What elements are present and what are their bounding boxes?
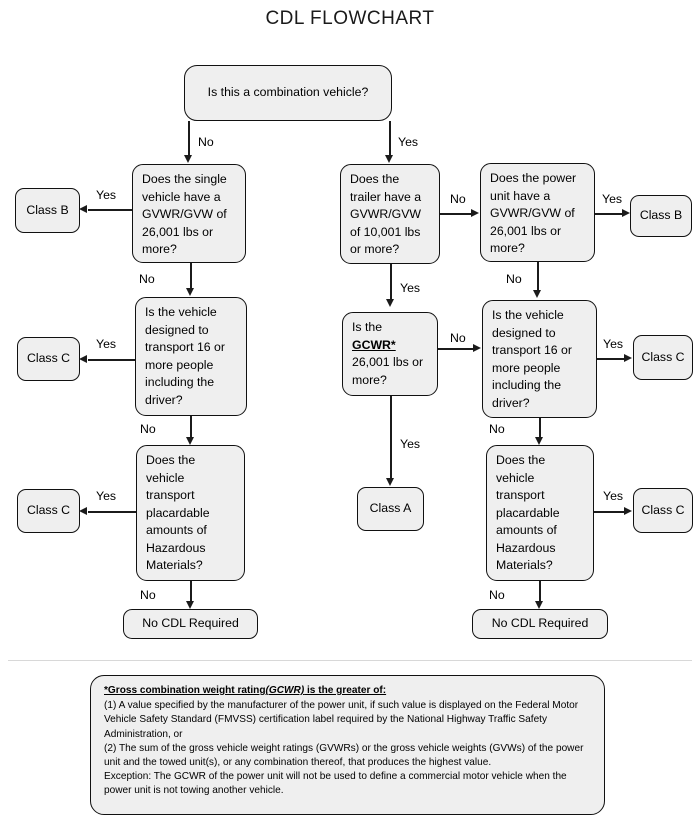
edge-label-single-yes: Yes	[96, 188, 117, 202]
edge-label-leftpax-no: No	[140, 422, 156, 436]
footnote-heading-italic: (GCWR)	[265, 685, 305, 696]
footnote-gcwr-definition: *Gross combination weight rating(GCWR) i…	[90, 675, 605, 815]
node-right-passenger-capacity: Is the vehicle designed to transport 16 …	[482, 300, 597, 418]
node-no-cdl-required-left: No CDL Required	[123, 609, 258, 639]
footnote-line-3: Exception: The GCWR of the power unit wi…	[104, 771, 567, 797]
connector-power-to-rightpax	[537, 262, 539, 291]
connector-power-to-classb	[595, 213, 623, 215]
footnote-heading: *Gross combination weight rating(GCWR) i…	[104, 684, 592, 698]
arrowhead-root-to-trailer	[385, 155, 393, 163]
node-class-a-label: Class A	[369, 501, 412, 516]
node-class-a: Class A	[357, 487, 424, 531]
connector-righthaz-to-classc	[594, 511, 625, 513]
edge-label-root-no: No	[198, 135, 214, 149]
connector-rightpax-to-righthaz	[539, 418, 541, 438]
node-class-b-right-label: Class B	[639, 208, 683, 223]
node-gcwr-question: Is the GCWR* 26,001 lbs or more?	[342, 312, 438, 396]
node-power-unit-gvwr: Does the power unit have a GVWR/GVW of 2…	[480, 163, 595, 262]
node-class-c-right-passenger: Class C	[633, 335, 693, 380]
edge-label-rightpax-no: No	[489, 422, 505, 436]
node-root-label: Is this a combination vehicle?	[207, 85, 369, 100]
arrowhead-rightpax-to-righthaz	[535, 437, 543, 445]
page-title: CDL FLOWCHART	[265, 8, 435, 29]
node-class-c-right-hazmat-label: Class C	[641, 502, 685, 517]
edge-label-single-no: No	[139, 272, 155, 286]
connector-trailer-to-gcwr	[390, 264, 392, 300]
arrowhead-rightpax-to-classc	[624, 354, 632, 362]
connector-single-to-leftpax	[190, 263, 192, 289]
connector-single-to-classb	[88, 209, 132, 211]
footnote-line-1: (1) A value specified by the manufacture…	[104, 700, 579, 740]
node-no-cdl-required-right-label: No CDL Required	[491, 616, 589, 631]
connector-gcwr-to-classa	[390, 396, 392, 479]
connector-leftpax-to-classc	[88, 359, 135, 361]
node-left-passenger-capacity: Is the vehicle designed to transport 16 …	[135, 297, 247, 416]
arrowhead-trailer-to-power	[471, 209, 479, 217]
arrowhead-righthaz-to-classc	[624, 507, 632, 515]
edge-label-power-no: No	[506, 272, 522, 286]
arrowhead-lefthaz-to-nocdl	[186, 601, 194, 609]
arrowhead-gcwr-to-classa	[386, 478, 394, 486]
node-class-c-right-passenger-label: Class C	[641, 349, 685, 364]
edge-label-righthaz-no: No	[489, 588, 505, 602]
edge-label-trailer-yes: Yes	[400, 281, 421, 295]
node-trailer-gvwr: Does the trailer have a GVWR/GVW of 10,0…	[340, 164, 440, 264]
arrowhead-righthaz-to-nocdl	[535, 601, 543, 609]
connector-rightpax-to-classc	[597, 358, 625, 360]
connector-trailer-to-power	[440, 213, 472, 215]
node-class-c-left-hazmat: Class C	[17, 489, 80, 533]
connector-gcwr-to-rightpax	[438, 348, 474, 350]
node-class-b-left-label: Class B	[26, 202, 69, 217]
node-gcwr-suffix: 26,001 lbs or more?	[352, 355, 424, 387]
connector-leftpax-to-lefthaz	[190, 416, 192, 438]
section-divider	[8, 660, 692, 661]
edge-label-leftpax-yes: Yes	[96, 337, 117, 351]
node-class-b-right: Class B	[630, 195, 692, 237]
connector-root-to-trailer	[389, 121, 391, 157]
footnote-heading-tail: is the greater of:	[304, 685, 387, 696]
node-class-c-left-passenger-label: Class C	[26, 351, 71, 366]
node-no-cdl-required-right: No CDL Required	[472, 609, 608, 639]
edge-label-righthaz-yes: Yes	[603, 489, 624, 503]
edge-label-power-yes: Yes	[602, 192, 623, 206]
arrowhead-power-to-classb	[622, 209, 630, 217]
arrowhead-root-to-single	[184, 155, 192, 163]
edge-label-trailer-no: No	[450, 192, 466, 206]
node-right-hazmat: Does the vehicle transport placardable a…	[486, 445, 594, 581]
arrowhead-power-to-rightpax	[533, 290, 541, 298]
edge-label-gcwr-no: No	[450, 331, 466, 345]
connector-root-to-single	[188, 121, 190, 157]
node-no-cdl-required-left-label: No CDL Required	[142, 616, 239, 631]
node-class-b-left: Class B	[15, 188, 80, 233]
node-root-question: Is this a combination vehicle?	[184, 65, 392, 121]
node-class-c-left-hazmat-label: Class C	[26, 503, 71, 518]
arrowhead-leftpax-to-lefthaz	[186, 437, 194, 445]
edge-label-root-yes: Yes	[398, 135, 419, 149]
node-class-c-right-hazmat: Class C	[633, 488, 693, 533]
arrowhead-gcwr-to-rightpax	[473, 344, 481, 352]
arrowhead-single-to-classb	[79, 205, 87, 213]
node-single-vehicle-gvwr: Does the single vehicle have a GVWR/GVW …	[132, 164, 246, 263]
arrowhead-lefthaz-to-classc	[79, 507, 87, 515]
edge-label-rightpax-yes: Yes	[603, 337, 624, 351]
edge-label-lefthaz-yes: Yes	[96, 489, 117, 503]
edge-label-gcwr-yes: Yes	[400, 437, 421, 451]
footnote-line-2: (2) The sum of the gross vehicle weight …	[104, 742, 584, 769]
footnote-heading-plain: *Gross combination weight rating	[104, 685, 266, 696]
node-class-c-left-passenger: Class C	[17, 337, 80, 381]
node-gcwr-term: GCWR*	[352, 337, 396, 352]
arrowhead-leftpax-to-classc	[79, 355, 87, 363]
node-gcwr-prefix: Is the	[352, 320, 383, 334]
connector-lefthaz-to-classc	[88, 511, 136, 513]
node-left-hazmat: Does the vehicle transport placardable a…	[136, 445, 245, 581]
arrowhead-trailer-to-gcwr	[386, 299, 394, 307]
connector-lefthaz-to-nocdl	[190, 581, 192, 602]
arrowhead-single-to-leftpax	[186, 288, 194, 296]
edge-label-lefthaz-no: No	[140, 588, 156, 602]
connector-righthaz-to-nocdl	[539, 581, 541, 602]
